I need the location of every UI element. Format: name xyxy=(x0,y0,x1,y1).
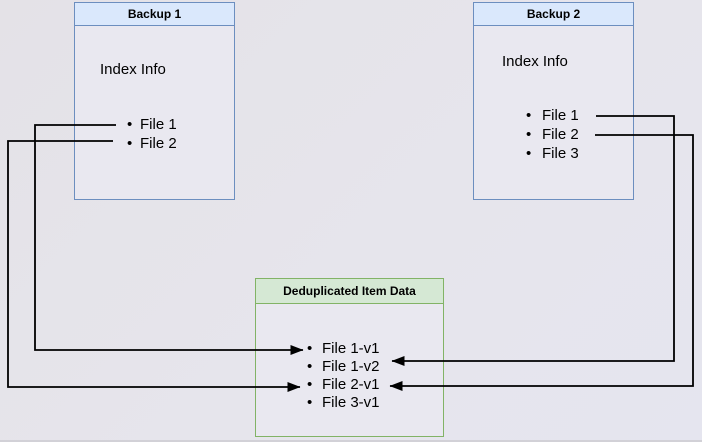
backup1-index-info-label: Index Info xyxy=(100,61,166,78)
backup2-index-info-label: Index Info xyxy=(502,53,568,70)
backup2-title: Backup 2 xyxy=(474,3,633,26)
list-item-file1-v1: File 1-v1 xyxy=(256,340,443,358)
backup1-title: Backup 1 xyxy=(75,3,234,26)
list-item-file1-v2: File 1-v2 xyxy=(256,358,443,376)
backup1-file-list: File 1 File 2 xyxy=(75,115,234,153)
list-item-file2-v1: File 2-v1 xyxy=(256,376,443,394)
window-bottom-edge xyxy=(0,440,702,442)
dedup-title: Deduplicated Item Data xyxy=(256,279,443,304)
dedup-item-list: File 1-v1 File 1-v2 File 2-v1 File 3-v1 xyxy=(256,340,443,412)
backup2-node: Backup 2 Index Info File 1 File 2 File 3 xyxy=(473,2,634,200)
backup2-file-list: File 1 File 2 File 3 xyxy=(474,106,633,163)
list-item-backup1-file2: File 2 xyxy=(75,134,234,153)
list-item-backup2-file3: File 3 xyxy=(474,144,633,163)
deduplicated-item-data-node: Deduplicated Item Data File 1-v1 File 1-… xyxy=(255,278,444,437)
list-item-backup2-file2: File 2 xyxy=(474,125,633,144)
list-item-backup2-file1: File 1 xyxy=(474,106,633,125)
list-item-backup1-file1: File 1 xyxy=(75,115,234,134)
backup1-node: Backup 1 Index Info File 1 File 2 xyxy=(74,2,235,200)
list-item-file3-v1: File 3-v1 xyxy=(256,394,443,412)
